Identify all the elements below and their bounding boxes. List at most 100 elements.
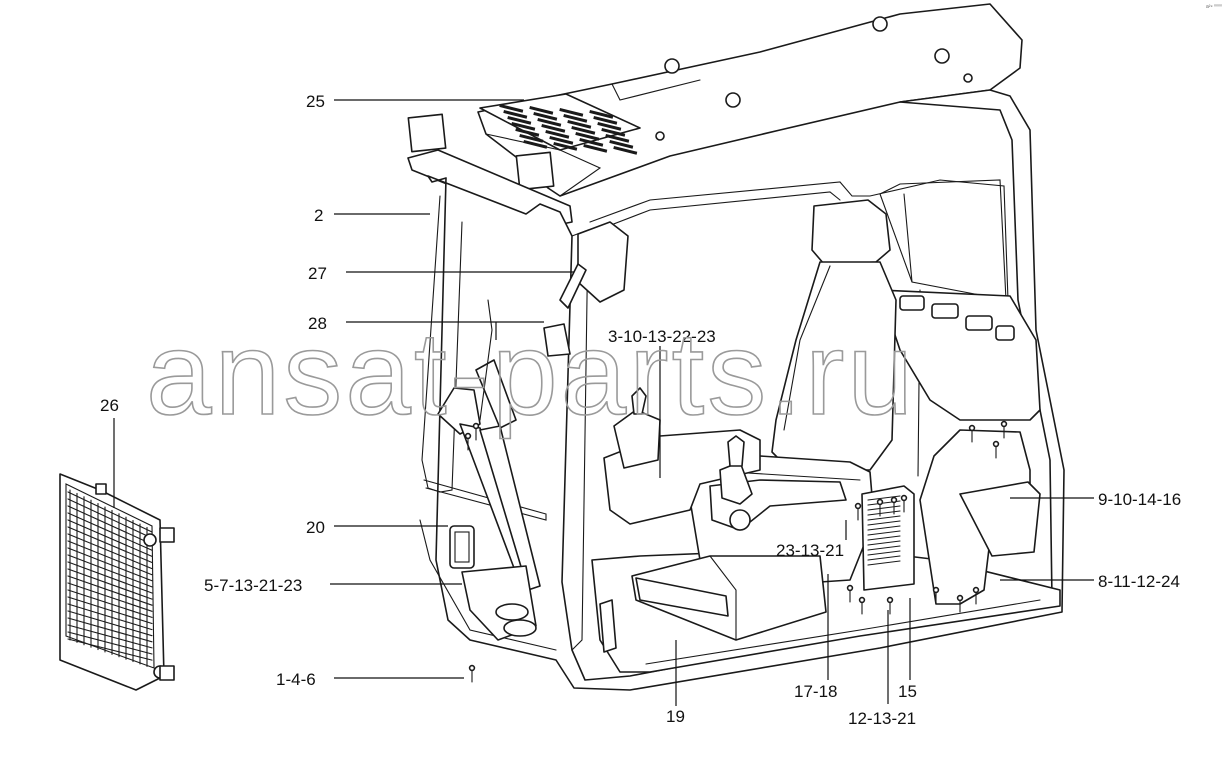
left-control-console	[603, 387, 761, 525]
bolt-icon	[846, 584, 854, 592]
side-guard-grille	[59, 473, 175, 691]
work-light-icon	[407, 113, 555, 191]
grille-bar	[67, 617, 153, 643]
bolt-icon	[932, 586, 940, 594]
heater-grille-slat	[867, 555, 901, 561]
bolt-icon	[886, 596, 894, 604]
grille-bar	[67, 610, 153, 637]
hatch-slot	[537, 118, 562, 127]
callout-23-13-21: 23-13-21	[776, 541, 844, 560]
grille-bar	[67, 603, 153, 631]
callout-17-18: 17-18	[794, 682, 837, 701]
callout-5-7-13-21-23: 5-7-13-21-23	[204, 576, 302, 595]
heater-grille-slat	[867, 495, 901, 501]
hatch-slot	[549, 136, 574, 145]
floor-cover	[599, 599, 617, 653]
left-panel-vent	[449, 525, 475, 569]
callout-8-11-12-24: 8-11-12-24	[1098, 572, 1180, 591]
bolt-icon	[468, 664, 476, 672]
grille-bar	[67, 561, 153, 594]
roof-hatch	[479, 93, 641, 155]
bolt-icon	[900, 494, 908, 502]
hatch-slot	[529, 105, 554, 115]
bolt-icon	[854, 502, 862, 510]
hatch-slot	[545, 129, 570, 139]
hatch-slot	[589, 110, 614, 119]
callout-26: 26	[100, 396, 119, 415]
watermark: ansat-parts.ru	[146, 308, 916, 440]
hatch-slot	[601, 127, 626, 137]
bolt-icon	[972, 586, 980, 594]
grille-bar	[67, 526, 153, 564]
callout-20: 20	[306, 518, 325, 537]
callout-1-4-6: 1-4-6	[276, 670, 316, 689]
hatch-slot	[559, 107, 584, 117]
hatch-slot	[567, 119, 592, 129]
bolt-icon	[472, 422, 480, 430]
grille-bar	[67, 491, 153, 533]
seat-base	[631, 555, 827, 641]
heater-grille-slat	[867, 560, 901, 566]
hatch-slot	[515, 127, 540, 137]
right-console-panel	[879, 289, 1041, 421]
grille-bar	[67, 589, 153, 618]
hatch-slot	[605, 134, 630, 143]
bolt-icon	[464, 420, 1008, 683]
hatch-slot	[499, 103, 524, 113]
heater-grille-slat	[867, 515, 901, 521]
right-side-bracket	[919, 429, 1041, 605]
rear-view-mirror	[543, 221, 629, 357]
bolt-icon	[1000, 420, 1008, 428]
hatch-slot	[575, 131, 600, 141]
bolt-icon	[858, 596, 866, 604]
hatch-slot	[503, 109, 528, 119]
grille-bar	[67, 596, 153, 625]
heater-grille-slat	[867, 505, 901, 511]
callout-19: 19	[666, 707, 685, 726]
hatch-slot	[579, 138, 604, 147]
hatch-slot	[553, 141, 578, 151]
leader-lines	[113, 99, 1094, 706]
hatch-slot	[571, 126, 596, 135]
callout-2: 2	[314, 206, 323, 225]
hatch-slot	[597, 122, 622, 131]
grille-bar	[67, 624, 153, 649]
bolt-icon	[464, 432, 472, 440]
hatch-slot	[507, 115, 532, 125]
hatch-slot	[609, 139, 634, 149]
heater-grille-slat	[867, 530, 901, 536]
callout-3-10-13-22-23: 3-10-13-22-23	[608, 327, 716, 346]
grille-bar	[67, 582, 153, 612]
heater-unit	[861, 485, 915, 591]
grille-bar	[67, 631, 153, 655]
corner-mark: a²⁹ ⁰⁰⁰⁰	[1206, 4, 1222, 10]
heater-grille-slat	[867, 510, 901, 516]
hatch-slot	[541, 123, 566, 133]
hatch-slot	[511, 122, 536, 131]
callout-28: 28	[308, 314, 327, 333]
grille-bar	[67, 638, 153, 661]
hatch-slot	[563, 113, 588, 123]
grille-bar	[67, 540, 153, 576]
grille-bar	[67, 554, 153, 588]
callout-25: 25	[306, 92, 325, 111]
grille-bar	[67, 575, 153, 606]
grille-bar	[67, 512, 153, 551]
grille-bar	[67, 498, 153, 539]
hatch-slot	[519, 134, 544, 143]
callout-15: 15	[898, 682, 917, 701]
bolt-icon	[992, 440, 1000, 448]
bolt-icon	[890, 496, 898, 504]
grille-bar	[67, 519, 153, 557]
callout-9-10-14-16: 9-10-14-16	[1098, 490, 1181, 509]
bolt-icon	[968, 424, 976, 432]
callout-12-13-21: 12-13-21	[848, 709, 916, 728]
heater-grille-slat	[867, 545, 901, 551]
heater-grille-slat	[867, 535, 901, 541]
grille-bar	[67, 568, 153, 600]
heater-grille-slat	[867, 550, 901, 556]
heater-grille-slat	[867, 525, 901, 531]
hatch-slot	[583, 143, 608, 153]
callout-27: 27	[308, 264, 327, 283]
